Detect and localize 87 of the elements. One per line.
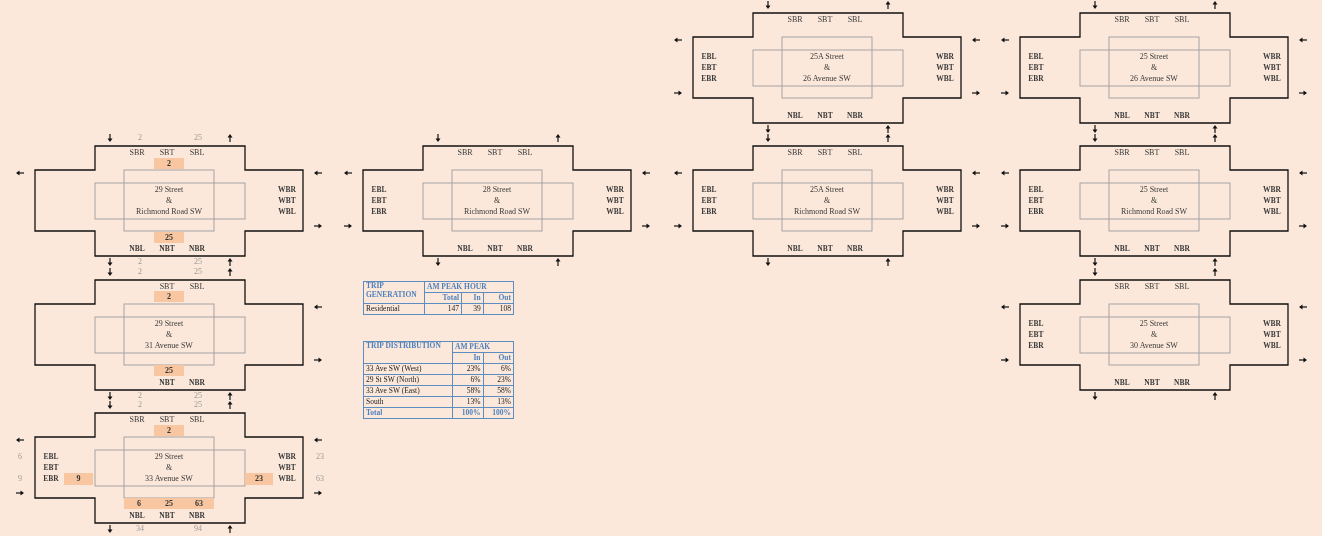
street-name: SBT (817, 16, 833, 24)
street-name: 26 Avenue SW (803, 75, 851, 83)
volume-label: 94 (194, 525, 202, 533)
volume-cell: 2 (154, 291, 184, 302)
street-name: SBR (129, 149, 145, 157)
volume-label: 2 (138, 268, 142, 276)
intersection-diagram (15, 401, 323, 535)
volume-label: 2 (138, 258, 142, 266)
volume-cell: 25 (154, 232, 184, 243)
street-name: 25 Street (1139, 186, 1169, 194)
intersection-diagram (15, 134, 323, 268)
street-name: SBL (1174, 283, 1190, 291)
volume-label: 2 (138, 392, 142, 400)
street-name: & (823, 64, 831, 72)
street-name: & (1150, 64, 1158, 72)
street-name: SBT (159, 283, 175, 291)
street-name: SBL (189, 283, 205, 291)
volume-cell: 23 (245, 473, 273, 485)
street-name: SBT (817, 149, 833, 157)
street-name: SBL (189, 149, 205, 157)
volume-label: 23 (316, 453, 324, 461)
street-name: 33 Avenue SW (145, 475, 193, 483)
intersection-diagram (1000, 134, 1308, 268)
intersection-diagram (673, 1, 981, 135)
street-name: & (493, 197, 501, 205)
volume-label: 2 (138, 401, 142, 409)
street-name: & (1150, 331, 1158, 339)
volume-cell: 63 (184, 498, 214, 509)
street-name: SBL (847, 149, 863, 157)
street-name: SBT (1144, 16, 1160, 24)
street-name: SBT (1144, 149, 1160, 157)
street-name: SBL (847, 16, 863, 24)
street-name: SBT (159, 149, 175, 157)
volume-label: 25 (194, 401, 202, 409)
street-name: Richmond Road SW (793, 208, 861, 216)
street-name: 25 Street (1139, 53, 1169, 61)
street-name: SBT (159, 416, 175, 424)
street-name: SBL (517, 149, 533, 157)
street-name: SBR (1114, 16, 1130, 24)
street-name: Richmond Road SW (463, 208, 531, 216)
street-name: SBT (1144, 283, 1160, 291)
volume-label: 25 (194, 134, 202, 142)
volume-cell: 25 (154, 365, 184, 376)
street-name: & (165, 464, 173, 472)
street-name: Richmond Road SW (1120, 208, 1188, 216)
street-name: SBL (1174, 149, 1190, 157)
intersection-diagram (343, 134, 651, 268)
street-name: SBR (787, 149, 803, 157)
volume-label: 25 (194, 268, 202, 276)
street-name: SBR (1114, 149, 1130, 157)
street-name: SBR (129, 416, 145, 424)
street-name: 26 Avenue SW (1130, 75, 1178, 83)
street-name: 31 Avenue SW (145, 342, 193, 350)
volume-cell: 2 (154, 425, 184, 436)
street-name: SBL (1174, 16, 1190, 24)
volume-cell: 9 (64, 473, 93, 485)
street-name: Richmond Road SW (135, 208, 203, 216)
street-name: & (1150, 197, 1158, 205)
volume-label: 63 (316, 475, 324, 483)
volume-label: 2 (138, 134, 142, 142)
volume-cell: 25 (154, 498, 184, 509)
street-name: SBL (189, 416, 205, 424)
street-name: 29 Street (154, 186, 184, 194)
volume-label: 25 (194, 258, 202, 266)
street-name: SBR (787, 16, 803, 24)
volume-cell: 2 (154, 158, 184, 169)
volume-label: 25 (194, 392, 202, 400)
intersection-diagram (1000, 1, 1308, 135)
street-name: & (165, 197, 173, 205)
intersection-diagram (1000, 268, 1308, 402)
street-name: 25A Street (810, 186, 844, 194)
street-name: 29 Street (154, 453, 184, 461)
intersection-diagram (673, 134, 981, 268)
volume-label: 9 (18, 475, 22, 483)
street-name: 28 Street (482, 186, 512, 194)
street-name: 29 Street (154, 320, 184, 328)
street-name: 30 Avenue SW (1130, 342, 1178, 350)
street-name: & (823, 197, 831, 205)
street-name: SBT (487, 149, 503, 157)
street-name: 25 Street (1139, 320, 1169, 328)
street-name: SBR (457, 149, 473, 157)
volume-label: 34 (136, 525, 144, 533)
volume-cell: 6 (124, 498, 154, 509)
street-name: SBR (1114, 283, 1130, 291)
street-name: 25A Street (810, 53, 844, 61)
volume-label: 6 (18, 453, 22, 461)
street-name: & (165, 331, 173, 339)
